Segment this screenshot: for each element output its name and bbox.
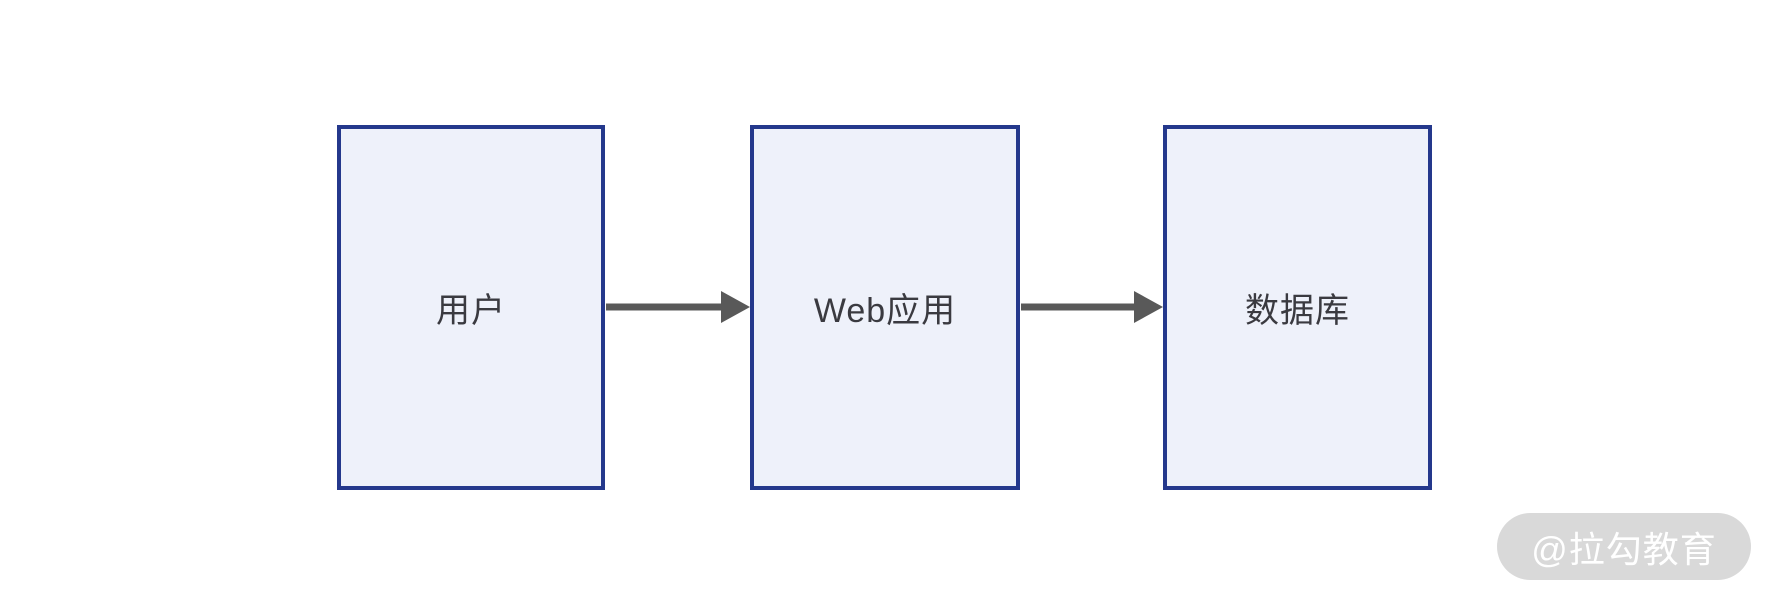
watermark-badge: @拉勾教育 [1497,513,1751,580]
diagram-node-web-app: Web应用 [750,125,1020,490]
arrow-user-to-webapp-icon [606,291,750,323]
node-user-label: 用户 [436,292,506,330]
node-web-app-label: Web应用 [813,292,957,330]
diagram-node-database: 数据库 [1163,125,1432,490]
diagram-node-user: 用户 [337,125,605,490]
node-database-label: 数据库 [1245,292,1350,330]
watermark-text: @拉勾教育 [1531,528,1717,570]
arrow-webapp-to-database-icon [1021,291,1163,323]
